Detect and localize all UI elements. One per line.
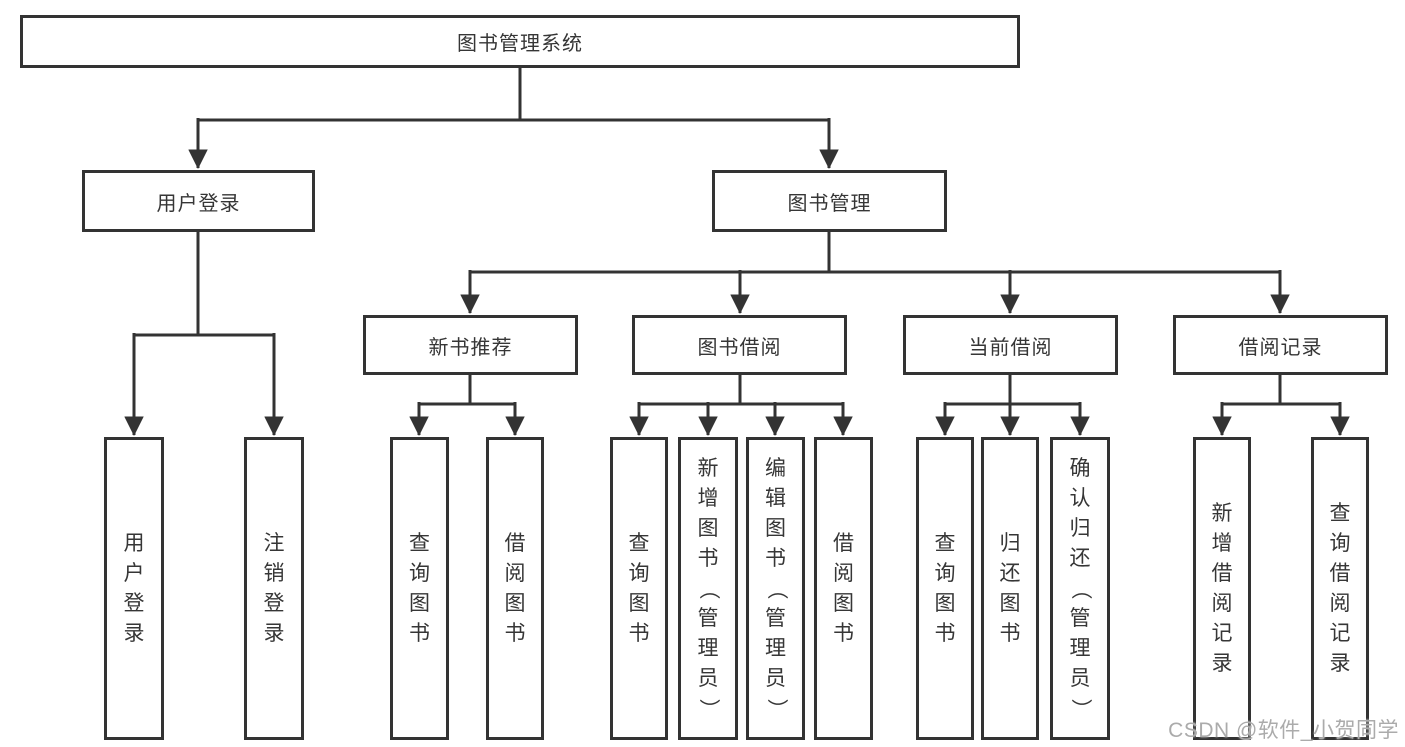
node-label: 查询图书 xyxy=(409,531,430,645)
leaf-logout: 注销登录 xyxy=(244,437,304,740)
node-label: 新增图书（管理员） xyxy=(697,456,720,720)
leaf-borrow-books-borrowing: 借阅图书 xyxy=(814,437,873,740)
node-label: 借阅图书 xyxy=(504,531,526,645)
node-borrowing-records: 借阅记录 xyxy=(1173,315,1388,375)
leaf-query-books-recommend: 查询图书 xyxy=(390,437,449,740)
node-user-login: 用户登录 xyxy=(82,170,315,232)
node-label: 注销登录 xyxy=(263,531,285,645)
node-book-borrowing: 图书借阅 xyxy=(632,315,847,375)
leaf-edit-book-admin: 编辑图书（管理员） xyxy=(746,437,805,740)
node-label: 用户登录 xyxy=(123,531,145,645)
node-label: 用户登录 xyxy=(156,192,241,215)
leaf-query-borrow-record: 查询借阅记录 xyxy=(1311,437,1369,740)
node-label: 查询图书 xyxy=(628,531,650,645)
leaf-user-login: 用户登录 xyxy=(104,437,164,740)
node-label: 新增借阅记录 xyxy=(1211,501,1233,675)
node-label: 借阅图书 xyxy=(833,531,854,645)
node-label: 查询借阅记录 xyxy=(1329,501,1351,675)
node-label: 新书推荐 xyxy=(428,336,513,359)
node-label: 图书管理 xyxy=(787,192,872,215)
node-label: 编辑图书（管理员） xyxy=(764,456,788,720)
node-label: 当前借阅 xyxy=(968,336,1053,359)
node-label: 图书管理系统 xyxy=(457,33,583,55)
watermark: CSDN @软件_小贺同学 xyxy=(1168,719,1399,742)
leaf-confirm-return-admin: 确认归还（管理员） xyxy=(1050,437,1110,740)
node-book-management: 图书管理 xyxy=(712,170,947,232)
node-current-borrowing: 当前借阅 xyxy=(903,315,1118,375)
node-label: 借阅记录 xyxy=(1238,336,1323,359)
leaf-query-books-current: 查询图书 xyxy=(916,437,974,740)
leaf-add-borrow-record: 新增借阅记录 xyxy=(1193,437,1251,740)
node-label: 确认归还（管理员） xyxy=(1069,456,1092,720)
node-label: 查询图书 xyxy=(934,531,956,645)
node-new-book-recommendation: 新书推荐 xyxy=(363,315,578,375)
leaf-borrow-books-recommend: 借阅图书 xyxy=(486,437,544,740)
node-label: 归还图书 xyxy=(999,531,1021,645)
node-label: 图书借阅 xyxy=(697,336,782,359)
leaf-add-book-admin: 新增图书（管理员） xyxy=(678,437,738,740)
leaf-query-books-borrowing: 查询图书 xyxy=(610,437,668,740)
node-library-management-system: 图书管理系统 xyxy=(20,15,1020,68)
leaf-return-book: 归还图书 xyxy=(981,437,1039,740)
